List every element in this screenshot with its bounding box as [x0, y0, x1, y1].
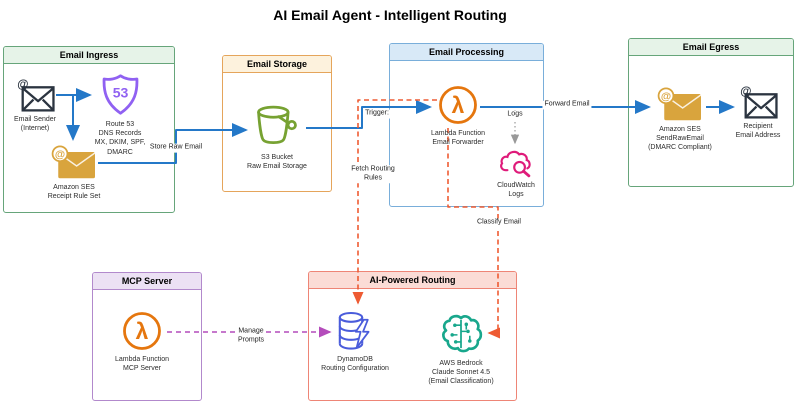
- group-email-storage-header: Email Storage: [223, 56, 331, 73]
- node-email-sender-label: Email Sender (Internet): [13, 116, 57, 133]
- group-ai-powered-routing-header: AI-Powered Routing: [309, 272, 516, 289]
- svg-text:@: @: [740, 86, 751, 98]
- node-bedrock: AWS Bedrock Claude Sonnet 4.5 (Email Cla…: [415, 312, 507, 387]
- node-cloudwatch-label: CloudWatch Logs: [497, 182, 535, 199]
- edge-label-manage-prompts: Manage Prompts: [235, 327, 267, 345]
- node-email-sender: @ Email Sender (Internet): [3, 78, 67, 133]
- node-lambda-forwarder-label: Lambda Function Email Forwarder: [430, 130, 486, 147]
- node-s3-bucket-label: S3 Bucket Raw Email Storage: [247, 154, 307, 171]
- lambda-icon: λ: [439, 86, 477, 124]
- node-lambda-forwarder: λ Lambda Function Email Forwarder: [416, 84, 500, 147]
- svg-text:@: @: [17, 79, 28, 91]
- edge-label-fetch-routing-rules: Fetch Routing Rules: [349, 165, 397, 183]
- node-bedrock-label: AWS Bedrock Claude Sonnet 4.5 (Email Cla…: [428, 360, 494, 386]
- lambda-mcp-icon: λ: [123, 312, 161, 350]
- group-email-egress-header: Email Egress: [629, 39, 793, 56]
- edge-label-logs: Logs: [505, 110, 525, 120]
- node-dynamodb: DynamoDB Routing Configuration: [309, 310, 401, 373]
- group-mcp-server-header: MCP Server: [93, 273, 201, 290]
- node-ses-receipt: @ Amazon SES Receipt Rule Set: [34, 145, 114, 201]
- node-dynamodb-label: DynamoDB Routing Configuration: [321, 356, 389, 373]
- svg-text:λ: λ: [452, 92, 465, 118]
- email-envelope-icon: @: [17, 79, 55, 112]
- svg-text:53: 53: [112, 84, 128, 100]
- ses-envelope-icon: @: [51, 145, 96, 179]
- dynamodb-icon: [338, 311, 370, 350]
- node-lambda-mcp: λ Lambda Function MCP Server: [100, 310, 184, 373]
- svg-text:λ: λ: [136, 318, 149, 344]
- ses-send-envelope-icon: @: [657, 87, 702, 121]
- s3-bucket-icon: [257, 105, 297, 144]
- node-recipient-label: Recipient Email Address: [735, 123, 781, 140]
- route53-icon: 53: [102, 74, 138, 115]
- node-ses-receipt-label: Amazon SES Receipt Rule Set: [47, 184, 101, 201]
- node-ses-send-label: Amazon SES SendRawEmail (DMARC Compliant…: [648, 126, 712, 152]
- bedrock-icon: [442, 314, 483, 353]
- group-email-egress: Email Egress: [628, 38, 794, 187]
- group-email-ingress-header: Email Ingress: [4, 47, 174, 64]
- cloudwatch-icon: [500, 150, 531, 178]
- group-mcp-server: MCP Server: [92, 272, 202, 401]
- edge-label-trigger: Trigger:: [363, 109, 391, 119]
- node-cloudwatch: CloudWatch Logs: [484, 148, 548, 199]
- group-email-processing-header: Email Processing: [390, 44, 543, 61]
- edge-label-classify-email: Classify Email: [475, 218, 523, 228]
- node-s3-bucket: S3 Bucket Raw Email Storage: [232, 102, 322, 171]
- diagram-title: AI Email Agent - Intelligent Routing: [273, 7, 507, 23]
- svg-text:@: @: [55, 149, 65, 161]
- recipient-envelope-icon: @: [740, 86, 778, 119]
- svg-text:@: @: [661, 91, 671, 103]
- node-recipient: @ Recipient Email Address: [723, 85, 793, 140]
- node-ses-send: @ Amazon SES SendRawEmail (DMARC Complia…: [636, 87, 724, 153]
- edge-label-store-raw-email: Store Raw Email: [147, 143, 205, 153]
- edge-label-forward-email: Forward Email: [542, 100, 592, 110]
- node-lambda-mcp-label: Lambda Function MCP Server: [114, 356, 170, 373]
